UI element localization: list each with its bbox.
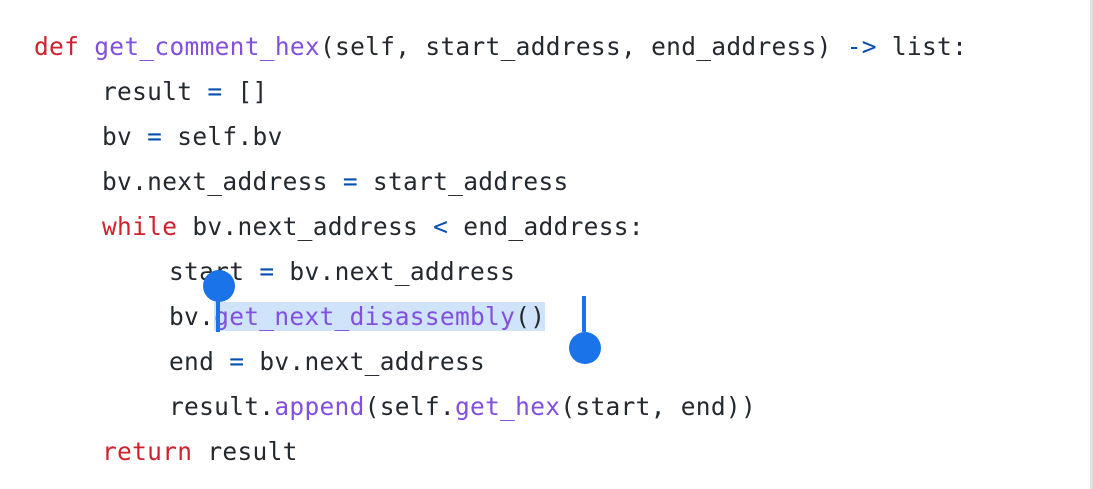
code-text: bv xyxy=(102,122,148,151)
code-text: [] xyxy=(222,77,268,106)
function-params: (self, start_address, end_address) xyxy=(319,32,847,61)
code-line-9: result.append(self.get_hex(start, end)) xyxy=(34,384,967,429)
assign-operator: = xyxy=(229,347,245,376)
code-text: bv.next_address xyxy=(244,347,486,376)
code-text: bv.next_address xyxy=(177,212,434,241)
code-text: result. xyxy=(169,392,275,421)
code-text: bv. xyxy=(169,302,215,331)
assign-operator: = xyxy=(147,122,163,151)
whitespace xyxy=(79,32,94,61)
code-text: (self. xyxy=(364,392,455,421)
code-text: (start, end)) xyxy=(560,392,756,421)
less-than-operator: < xyxy=(433,212,449,241)
code-text: bv.next_address xyxy=(102,167,343,196)
code-line-2: result = [] xyxy=(34,69,967,114)
keyword-def: def xyxy=(34,32,80,61)
code-text: self.bv xyxy=(162,122,283,151)
selection-start-caret xyxy=(216,296,220,332)
code-text: result xyxy=(102,77,208,106)
scroll-edge-divider xyxy=(1090,0,1093,489)
code-line-3: bv = self.bv xyxy=(34,114,967,159)
code-line-5: while bv.next_address < end_address: xyxy=(34,204,967,249)
keyword-return: return xyxy=(102,437,193,466)
code-text: end xyxy=(169,347,230,376)
code-text: end_address: xyxy=(448,212,644,241)
code-line-10: return result xyxy=(34,429,967,474)
method-name: get_next_disassembly xyxy=(214,302,516,331)
return-type: list: xyxy=(876,32,968,61)
code-line-1: def get_comment_hex(self, start_address,… xyxy=(34,24,967,69)
method-name: append xyxy=(274,392,365,421)
function-name: get_comment_hex xyxy=(94,32,320,61)
code-line-7: bv.get_next_disassembly() xyxy=(34,294,967,339)
call-parens: () xyxy=(515,302,546,331)
assign-operator: = xyxy=(259,257,275,286)
code-text: bv.next_address xyxy=(274,257,516,286)
method-name: get_hex xyxy=(454,392,561,421)
code-text: result xyxy=(192,437,298,466)
selection-start-handle[interactable] xyxy=(203,270,235,302)
code-line-6: start = bv.next_address xyxy=(34,249,967,294)
code-line-8: end = bv.next_address xyxy=(34,339,967,384)
selection-end-handle[interactable] xyxy=(569,332,601,364)
keyword-while: while xyxy=(102,212,178,241)
assign-operator: = xyxy=(342,167,358,196)
selection-end-caret xyxy=(582,296,586,332)
selected-text[interactable]: get_next_disassembly() xyxy=(214,302,546,331)
return-arrow: -> xyxy=(846,32,877,61)
code-block[interactable]: def get_comment_hex(self, start_address,… xyxy=(34,24,967,474)
assign-operator: = xyxy=(207,77,223,106)
code-line-4: bv.next_address = start_address xyxy=(34,159,967,204)
code-text: start_address xyxy=(357,167,569,196)
